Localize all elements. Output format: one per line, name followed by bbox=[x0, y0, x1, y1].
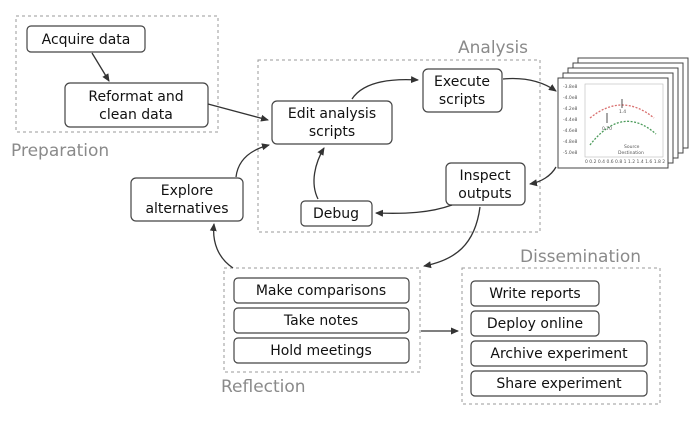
node-label: Edit analysis scripts bbox=[288, 106, 376, 140]
node-label: Deploy online bbox=[487, 316, 583, 332]
edge-debug-to-edit bbox=[313, 147, 325, 200]
analysis-region bbox=[257, 59, 541, 233]
plot-y-tick-label: -4.0e8 bbox=[563, 95, 578, 101]
node-label-line: outputs bbox=[458, 186, 511, 202]
node-reformat-clean-data: Reformat and clean data bbox=[64, 82, 209, 128]
dissemination-title: Dissemination bbox=[520, 247, 641, 267]
node-inspect-outputs: Inspect outputs bbox=[445, 162, 526, 206]
node-execute-scripts: Execute scripts bbox=[422, 68, 503, 113]
node-explore-alternatives: Explore alternatives bbox=[130, 177, 244, 222]
edge-plot-to-inspect bbox=[529, 166, 557, 187]
node-label-line: Acquire data bbox=[42, 32, 131, 48]
node-label: Inspect outputs bbox=[458, 168, 511, 202]
node-label-line: scripts bbox=[309, 124, 355, 140]
node-label-line: Deploy online bbox=[487, 316, 583, 332]
preparation-title: Preparation bbox=[11, 141, 109, 161]
plot-y-tick-label: -3.8e8 bbox=[563, 84, 578, 90]
node-label-line: Debug bbox=[313, 206, 359, 222]
plot-y-tick-label: -4.8e8 bbox=[563, 139, 578, 145]
analysis-title: Analysis bbox=[458, 38, 528, 58]
node-label-line: Reformat and bbox=[88, 89, 183, 105]
node-label-line: Share experiment bbox=[496, 376, 622, 392]
edge-acquire-to-reformat bbox=[91, 52, 110, 82]
edge-reflection-to-explore bbox=[209, 223, 234, 269]
legend-destination: Destination bbox=[618, 150, 644, 156]
node-take-notes: Take notes bbox=[233, 307, 410, 334]
edge-reformat-to-edit bbox=[207, 103, 269, 122]
node-share-experiment: Share experiment bbox=[470, 370, 648, 397]
node-label-line: Take notes bbox=[283, 313, 358, 329]
node-deploy-online: Deploy online bbox=[470, 310, 600, 337]
plot-y-tick-label: -4.4e8 bbox=[563, 117, 578, 123]
plot-x-ticks: 0 0.2 0.4 0.6 0.8 1 1.2 1.4 1.6 1.8 2 bbox=[585, 159, 665, 165]
node-label: Debug bbox=[313, 206, 359, 222]
node-label-line: scripts bbox=[439, 92, 485, 108]
preparation-region bbox=[15, 15, 219, 133]
plot-y-tick-label: -4.6e8 bbox=[563, 128, 578, 134]
node-label: Take notes bbox=[283, 313, 358, 329]
node-label: Archive experiment bbox=[490, 346, 628, 362]
node-label: Reformat and clean data bbox=[88, 89, 183, 123]
node-make-comparisons: Make comparisons bbox=[233, 277, 410, 304]
legend-source: Source bbox=[624, 144, 640, 150]
edge-explore-to-edit bbox=[235, 143, 270, 178]
plot-y-tick-label: -5.0e8 bbox=[563, 150, 578, 156]
node-label-line: Execute bbox=[434, 74, 490, 90]
node-archive-experiment: Archive experiment bbox=[470, 340, 648, 367]
edge-inspect-to-debug bbox=[375, 204, 453, 217]
reflection-region bbox=[223, 267, 421, 373]
node-label: Execute scripts bbox=[434, 74, 490, 108]
node-label-line: Inspect bbox=[460, 168, 511, 184]
plot-thumbnail: -3.8e8 -4.0e8 -4.2e8 -4.4e8 -4.6e8 -4.8e8 -5.0… bbox=[557, 57, 689, 169]
node-label-line: Write reports bbox=[489, 286, 580, 302]
node-label-line: clean data bbox=[99, 107, 173, 123]
plot-y-tick-label: -4.2e8 bbox=[563, 106, 578, 112]
node-label-line: Make comparisons bbox=[256, 283, 386, 299]
plot-frame bbox=[584, 83, 664, 158]
edge-execute-to-plot bbox=[502, 77, 557, 92]
node-label: Explore alternatives bbox=[145, 183, 228, 217]
node-label-line: Hold meetings bbox=[270, 343, 372, 359]
node-label-line: Archive experiment bbox=[490, 346, 628, 362]
node-debug: Debug bbox=[300, 200, 373, 227]
node-label: Write reports bbox=[489, 286, 580, 302]
node-label: Make comparisons bbox=[256, 283, 386, 299]
node-write-reports: Write reports bbox=[470, 280, 600, 307]
edge-inspect-to-reflection bbox=[423, 206, 481, 269]
node-label: Acquire data bbox=[42, 32, 131, 48]
node-edit-analysis-scripts: Edit analysis scripts bbox=[271, 100, 393, 145]
dissemination-region bbox=[461, 267, 661, 405]
node-label: Share experiment bbox=[496, 376, 622, 392]
node-label-line: Edit analysis bbox=[288, 106, 376, 122]
annotation-mid-label: 0.70 bbox=[602, 126, 612, 132]
annotation-top-label: 1.4 bbox=[619, 109, 626, 115]
edge-edit-to-execute bbox=[351, 76, 419, 100]
node-acquire-data: Acquire data bbox=[26, 25, 146, 53]
plot-y-ticks: -3.8e8 -4.0e8 -4.2e8 -4.4e8 -4.6e8 -4.8e8 -5.0… bbox=[563, 84, 578, 156]
node-label-line: Explore bbox=[161, 183, 214, 199]
node-label-line: alternatives bbox=[145, 201, 228, 217]
node-label: Hold meetings bbox=[270, 343, 372, 359]
reflection-title: Reflection bbox=[221, 377, 306, 397]
node-hold-meetings: Hold meetings bbox=[233, 337, 410, 364]
